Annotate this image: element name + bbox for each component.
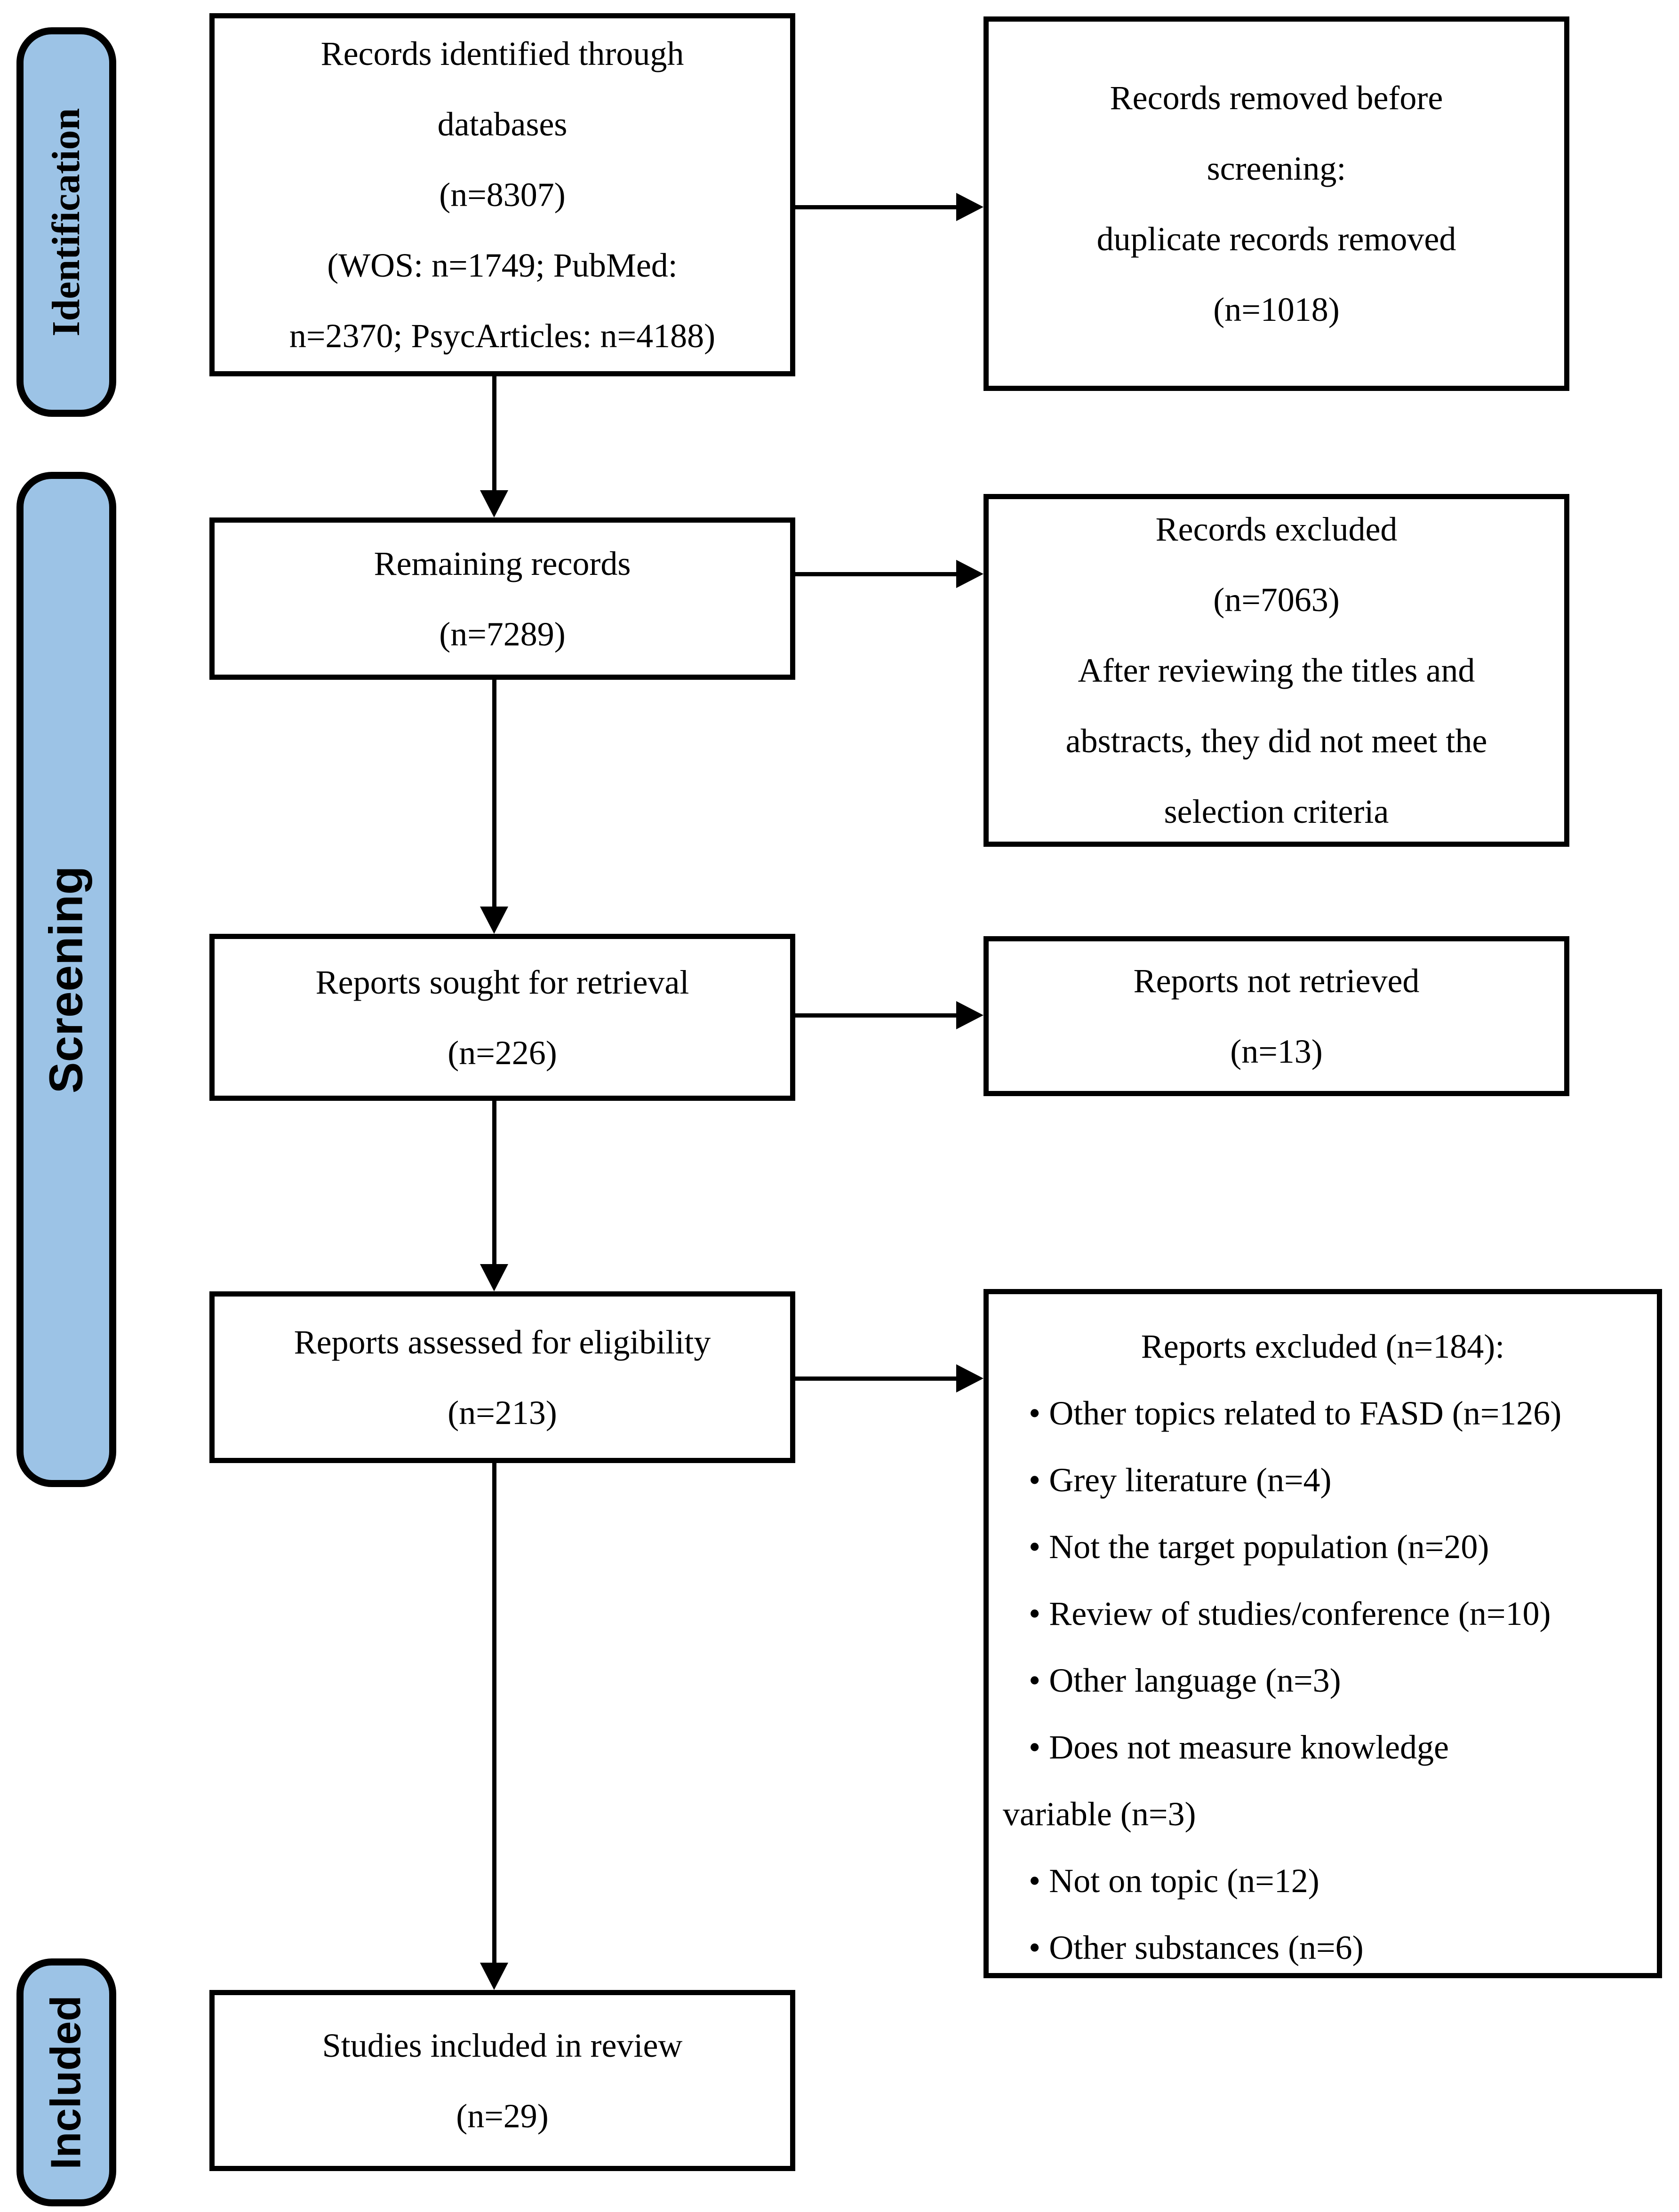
arrow-identified-to-removed-head-icon [956,193,983,221]
arrow-assessed-to-excluded-line [795,1377,958,1381]
bullet-item: • Grey literature (n=4) [1029,1461,1332,1499]
arrow-remaining-to-excluded-head-icon [956,560,983,588]
bullet-item-continuation: variable (n=3) [1003,1795,1196,1833]
arrow-identified-to-remaining-line [492,376,496,491]
arrow-assessed-to-included-line [492,1463,496,1964]
box-reports-assessed-for-eligibility: Reports assessed for eligibility (n=213) [209,1291,795,1463]
bullet-item: • Other language (n=3) [1029,1662,1341,1699]
box-reports-not-retrieved: Reports not retrieved (n=13) [983,936,1569,1096]
text-line: databases [437,105,568,143]
text-line: (n=7289) [439,615,566,653]
arrow-assessed-to-included-head-icon [480,1963,508,1990]
box-records-identified: Records identified through databases (n=83… [209,13,795,376]
text-line: (n=1018) [1213,291,1340,328]
text-line: Records excluded [1155,510,1398,548]
text-line: selection criteria [1164,793,1389,830]
text-line: Reports not retrieved [1133,962,1420,1000]
text-line: Records identified through [320,35,684,72]
text-line: (n=226) [448,1034,557,1072]
stage-included: Included [16,1958,116,2206]
text-line: Remaining records [374,544,631,582]
bullet-item: • Other substances (n=6) [1029,1929,1364,1966]
bullet-item: • Does not measure knowledge [1029,1728,1449,1766]
text-line: n=2370; PsycArticles: n=4188) [289,317,716,355]
stage-identification-label: Identification [44,108,88,336]
arrow-identified-to-removed-line [795,205,958,209]
box-reports-sought-for-retrieval: Reports sought for retrieval (n=226) [209,934,795,1101]
stage-screening-label: Screening [40,866,93,1093]
arrow-remaining-to-sought-line [492,680,496,907]
box-records-removed-before-screening: Records removed before screening: duplicat… [983,16,1569,391]
text-line: Records removed before [1110,79,1443,117]
text-line: screening: [1207,150,1346,187]
stage-identification: Identification [16,27,116,417]
text-line: Studies included in review [322,2026,683,2064]
bullet-item: • Not the target population (n=20) [1029,1528,1489,1566]
arrow-assessed-to-excluded-head-icon [956,1364,983,1392]
stage-screening: Screening [16,472,116,1487]
arrow-sought-to-assessed-line [492,1101,496,1265]
text-line: abstracts, they did not meet the [1065,722,1487,760]
reports-excluded-title: Reports excluded (n=184): [1141,1328,1505,1365]
text-line: Reports sought for retrieval [315,963,689,1001]
stage-included-label: Included [42,1995,90,2170]
text-line: (n=29) [456,2097,549,2135]
reports-excluded-list: • Other topics related to FASD (n=126) • … [1003,1380,1643,1981]
box-remaining-records: Remaining records (n=7289) [209,517,795,680]
text-line: Reports assessed for eligibility [294,1323,711,1361]
bullet-item: • Other topics related to FASD (n=126) [1029,1394,1562,1432]
bullet-item: • Not on topic (n=12) [1029,1862,1319,1900]
box-records-excluded: Records excluded (n=7063) After reviewing … [983,494,1569,847]
text-line: (WOS: n=1749; PubMed: [327,247,678,284]
text-line: After reviewing the titles and [1078,652,1475,689]
arrow-sought-to-not-retrieved-head-icon [956,1001,983,1029]
text-line: (n=7063) [1213,581,1340,619]
bullet-item: • Review of studies/conference (n=10) [1029,1595,1551,1632]
arrow-sought-to-assessed-head-icon [480,1264,508,1291]
box-studies-included-in-review: Studies included in review (n=29) [209,1990,795,2171]
text-line: duplicate records removed [1096,220,1456,258]
arrow-remaining-to-sought-head-icon [480,907,508,934]
arrow-sought-to-not-retrieved-line [795,1013,958,1018]
arrow-remaining-to-excluded-line [795,572,958,576]
text-line: (n=213) [448,1393,557,1432]
text-line: (n=13) [1230,1033,1323,1070]
arrow-identified-to-remaining-head-icon [480,490,508,517]
box-reports-excluded-reasons: Reports excluded (n=184): • Other topics… [983,1289,1662,1978]
text-line: (n=8307) [439,176,566,214]
